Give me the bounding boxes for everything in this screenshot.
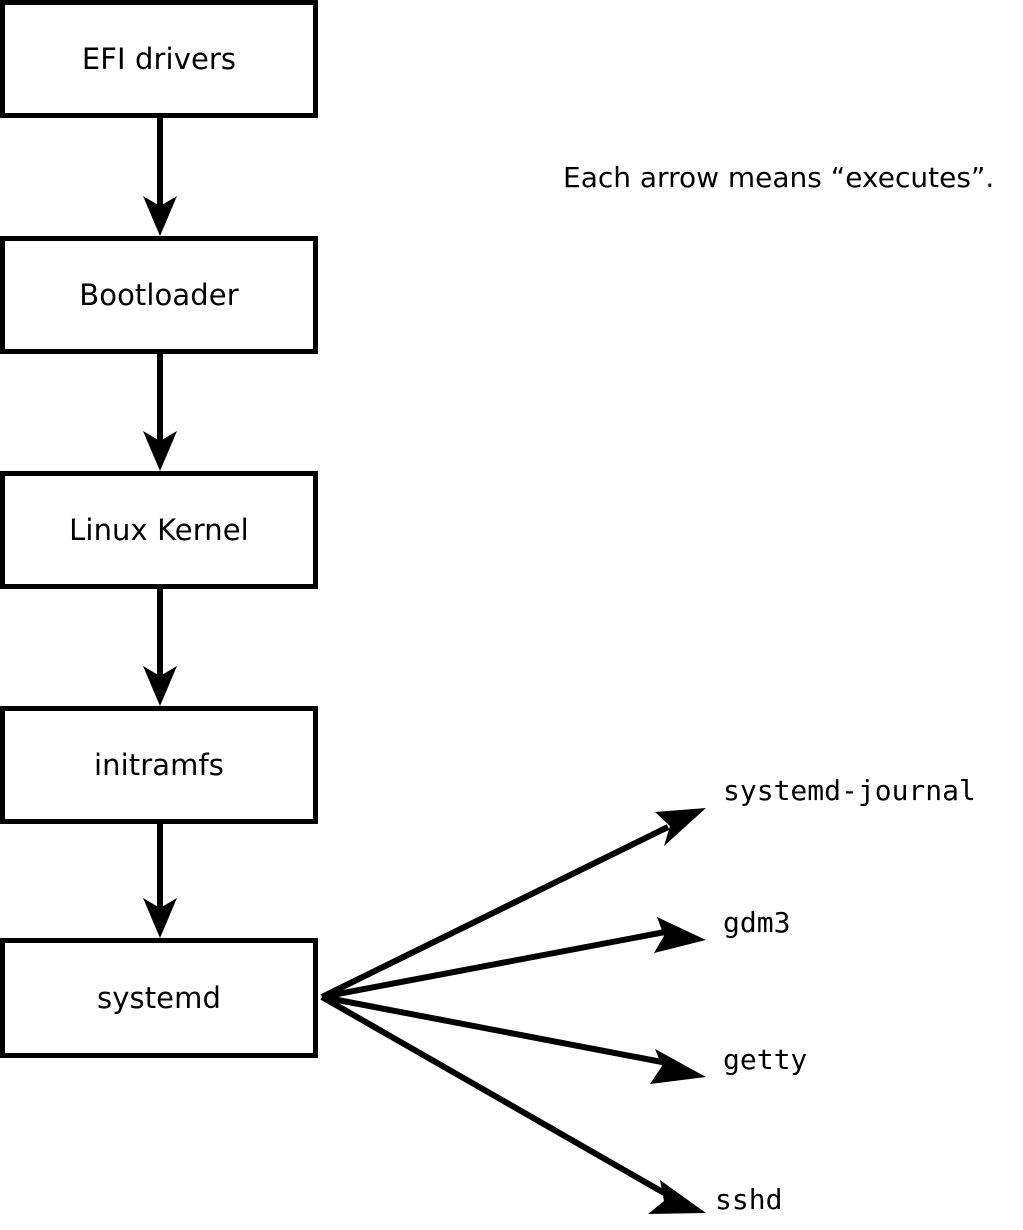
stage-label-systemd: systemd <box>97 980 221 1015</box>
arrow-bootloader-to-kernel <box>143 353 177 471</box>
service-label-systemd-journal: systemd-journal <box>723 774 976 807</box>
arrow-kernel-to-initramfs <box>143 589 177 706</box>
arrow-systemd-to-getty <box>321 994 706 1084</box>
arrow-systemd-to-gdm3 <box>321 917 706 1000</box>
arrow-initramfs-to-systemd <box>143 823 177 938</box>
stage-box-bootloader: Bootloader <box>0 236 318 354</box>
stage-label-efi-drivers: EFI drivers <box>81 41 237 76</box>
arrow-systemd-to-sshd <box>320 994 706 1214</box>
diagram-caption: Each arrow means “executes”. <box>563 161 995 194</box>
service-label-sshd: sshd <box>715 1183 783 1216</box>
stage-box-systemd: systemd <box>0 938 318 1058</box>
arrow-efi-to-bootloader <box>143 118 177 236</box>
service-label-getty: getty <box>723 1043 808 1076</box>
service-label-gdm3: gdm3 <box>723 906 791 939</box>
stage-box-efi-drivers: EFI drivers <box>0 0 318 118</box>
stage-box-initramfs: initramfs <box>0 706 318 824</box>
stage-label-bootloader: Bootloader <box>79 277 239 312</box>
stage-label-initramfs: initramfs <box>93 747 225 782</box>
stage-box-linux-kernel: Linux Kernel <box>0 471 318 589</box>
stage-label-linux-kernel: Linux Kernel <box>69 512 249 547</box>
arrow-systemd-to-systemd-journal <box>320 808 706 1000</box>
